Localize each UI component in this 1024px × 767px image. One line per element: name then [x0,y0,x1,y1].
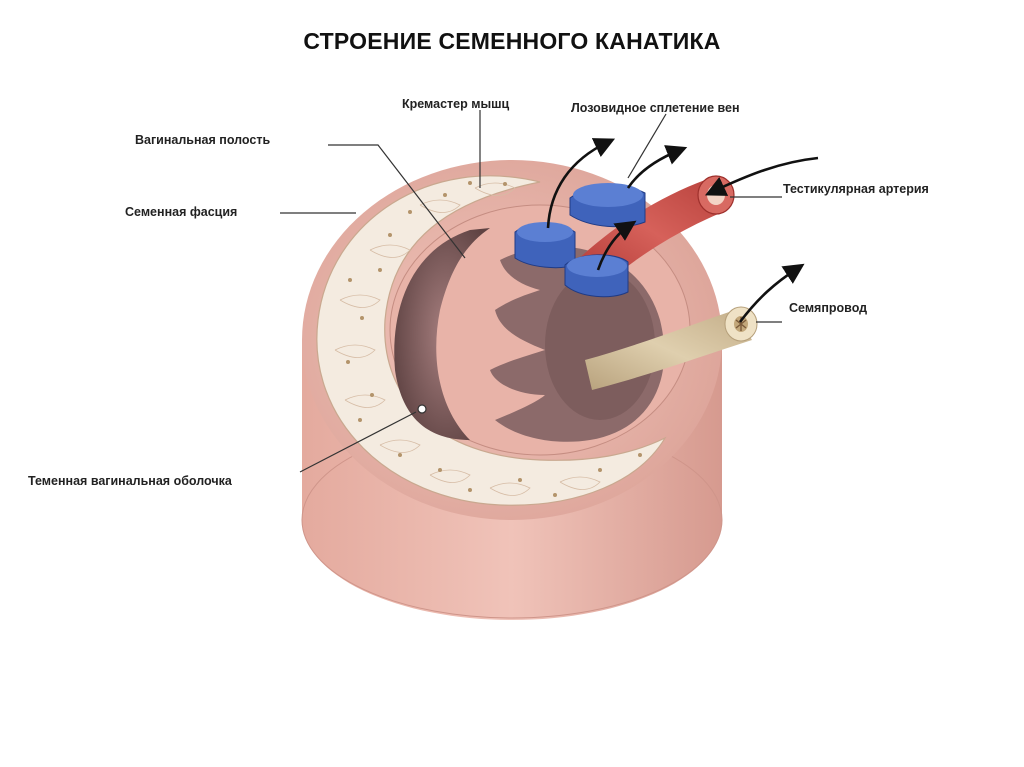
label-parietal-tunica: Теменная вагинальная оболочка [28,474,232,488]
label-pampiniform: Лозовидное сплетение вен [571,101,740,115]
parietal-tunica-pointer [418,405,426,413]
label-testicular-artery: Тестикулярная артерия [783,182,929,196]
vein-segment-1-end [517,222,573,242]
label-vas-deferens: Семяпровод [789,301,867,315]
vein-flow-arrow-2 [628,150,680,188]
vein-segment-2-end [573,183,643,207]
label-vaginal-cavity: Вагинальная полость [135,133,270,147]
vein-segment-3-end [567,255,627,277]
label-spermatic-fascia: Семенная фасция [125,205,237,219]
label-cremaster: Кремастер мышц [402,97,509,111]
